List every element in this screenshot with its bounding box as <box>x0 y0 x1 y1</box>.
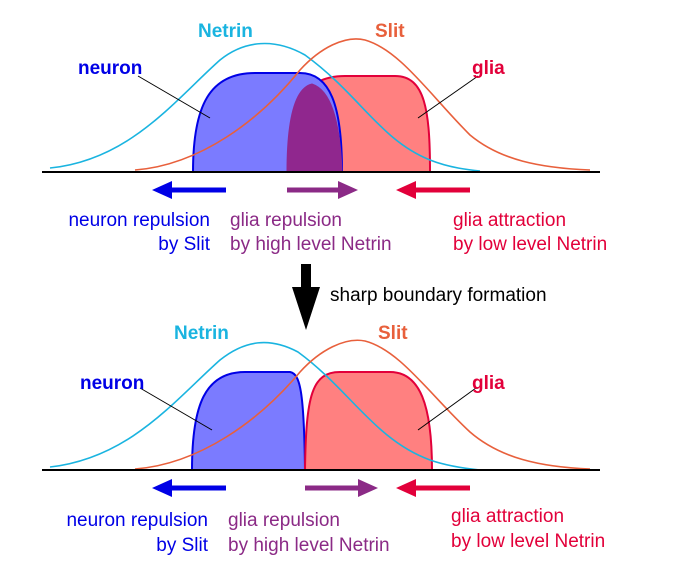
down-arrow-icon <box>292 264 320 330</box>
top-glia-label: glia <box>472 58 505 79</box>
bottom-netrin-label: Netrin <box>174 323 229 344</box>
bottom-slit-label: Slit <box>378 323 408 344</box>
top-neuron-repulsion-arrow-icon <box>152 181 226 199</box>
top-slit-label: Slit <box>375 21 405 42</box>
bottom-neuron-caption-line2: by Slit <box>156 535 208 556</box>
transition: sharp boundary formation <box>292 264 547 330</box>
bottom-glia-repulsion-caption-line2: by high level Netrin <box>228 535 390 556</box>
bottom-neuron-leader <box>139 387 213 431</box>
top-netrin-label: Netrin <box>198 21 253 42</box>
bottom-netrin-curve <box>49 341 481 471</box>
bottom-glia-label: glia <box>472 373 505 394</box>
top-neuron-caption-line1: neuron repulsion <box>68 210 210 231</box>
bottom-neuron-label: neuron <box>80 373 144 394</box>
bottom-glia-region <box>303 371 434 471</box>
top-neuron-label: neuron <box>78 58 142 79</box>
bottom-slit-curve <box>134 339 591 470</box>
top-neuron-leader <box>137 75 211 119</box>
top-glia-attraction-caption-line2: by low level Netrin <box>453 234 607 255</box>
top-netrin-curve <box>49 42 481 172</box>
bottom-glia-attraction-caption-line1: glia attraction <box>451 506 564 527</box>
bottom-glia-repulsion-arrow-icon <box>305 479 378 497</box>
bottom-glia-attraction-caption-line2: by low level Netrin <box>451 531 605 552</box>
top-neuron-caption-line2: by Slit <box>158 234 210 255</box>
top-glia-repulsion-caption-line1: glia repulsion <box>230 210 342 231</box>
bottom-glia-attraction-arrow-icon <box>396 479 470 497</box>
bottom-glia-repulsion-caption-line1: glia repulsion <box>228 510 340 531</box>
top-slit-curve <box>134 38 591 171</box>
bottom-glia-leader <box>417 387 477 431</box>
bottom-panel: Netrin Slit neuron glia neuron repulsion… <box>42 323 605 556</box>
bottom-neuron-caption-line1: neuron repulsion <box>66 510 208 531</box>
top-glia-repulsion-arrow-icon <box>287 181 358 199</box>
top-glia-leader <box>417 75 479 119</box>
top-glia-attraction-caption-line1: glia attraction <box>453 210 566 231</box>
top-overlap-region <box>286 83 343 173</box>
top-glia-repulsion-caption-line2: by high level Netrin <box>230 234 392 255</box>
transition-label: sharp boundary formation <box>330 285 547 306</box>
top-panel: Netrin Slit neuron glia neuron repulsion… <box>42 21 607 255</box>
top-glia-attraction-arrow-icon <box>396 181 470 199</box>
bottom-neuron-repulsion-arrow-icon <box>152 479 226 497</box>
